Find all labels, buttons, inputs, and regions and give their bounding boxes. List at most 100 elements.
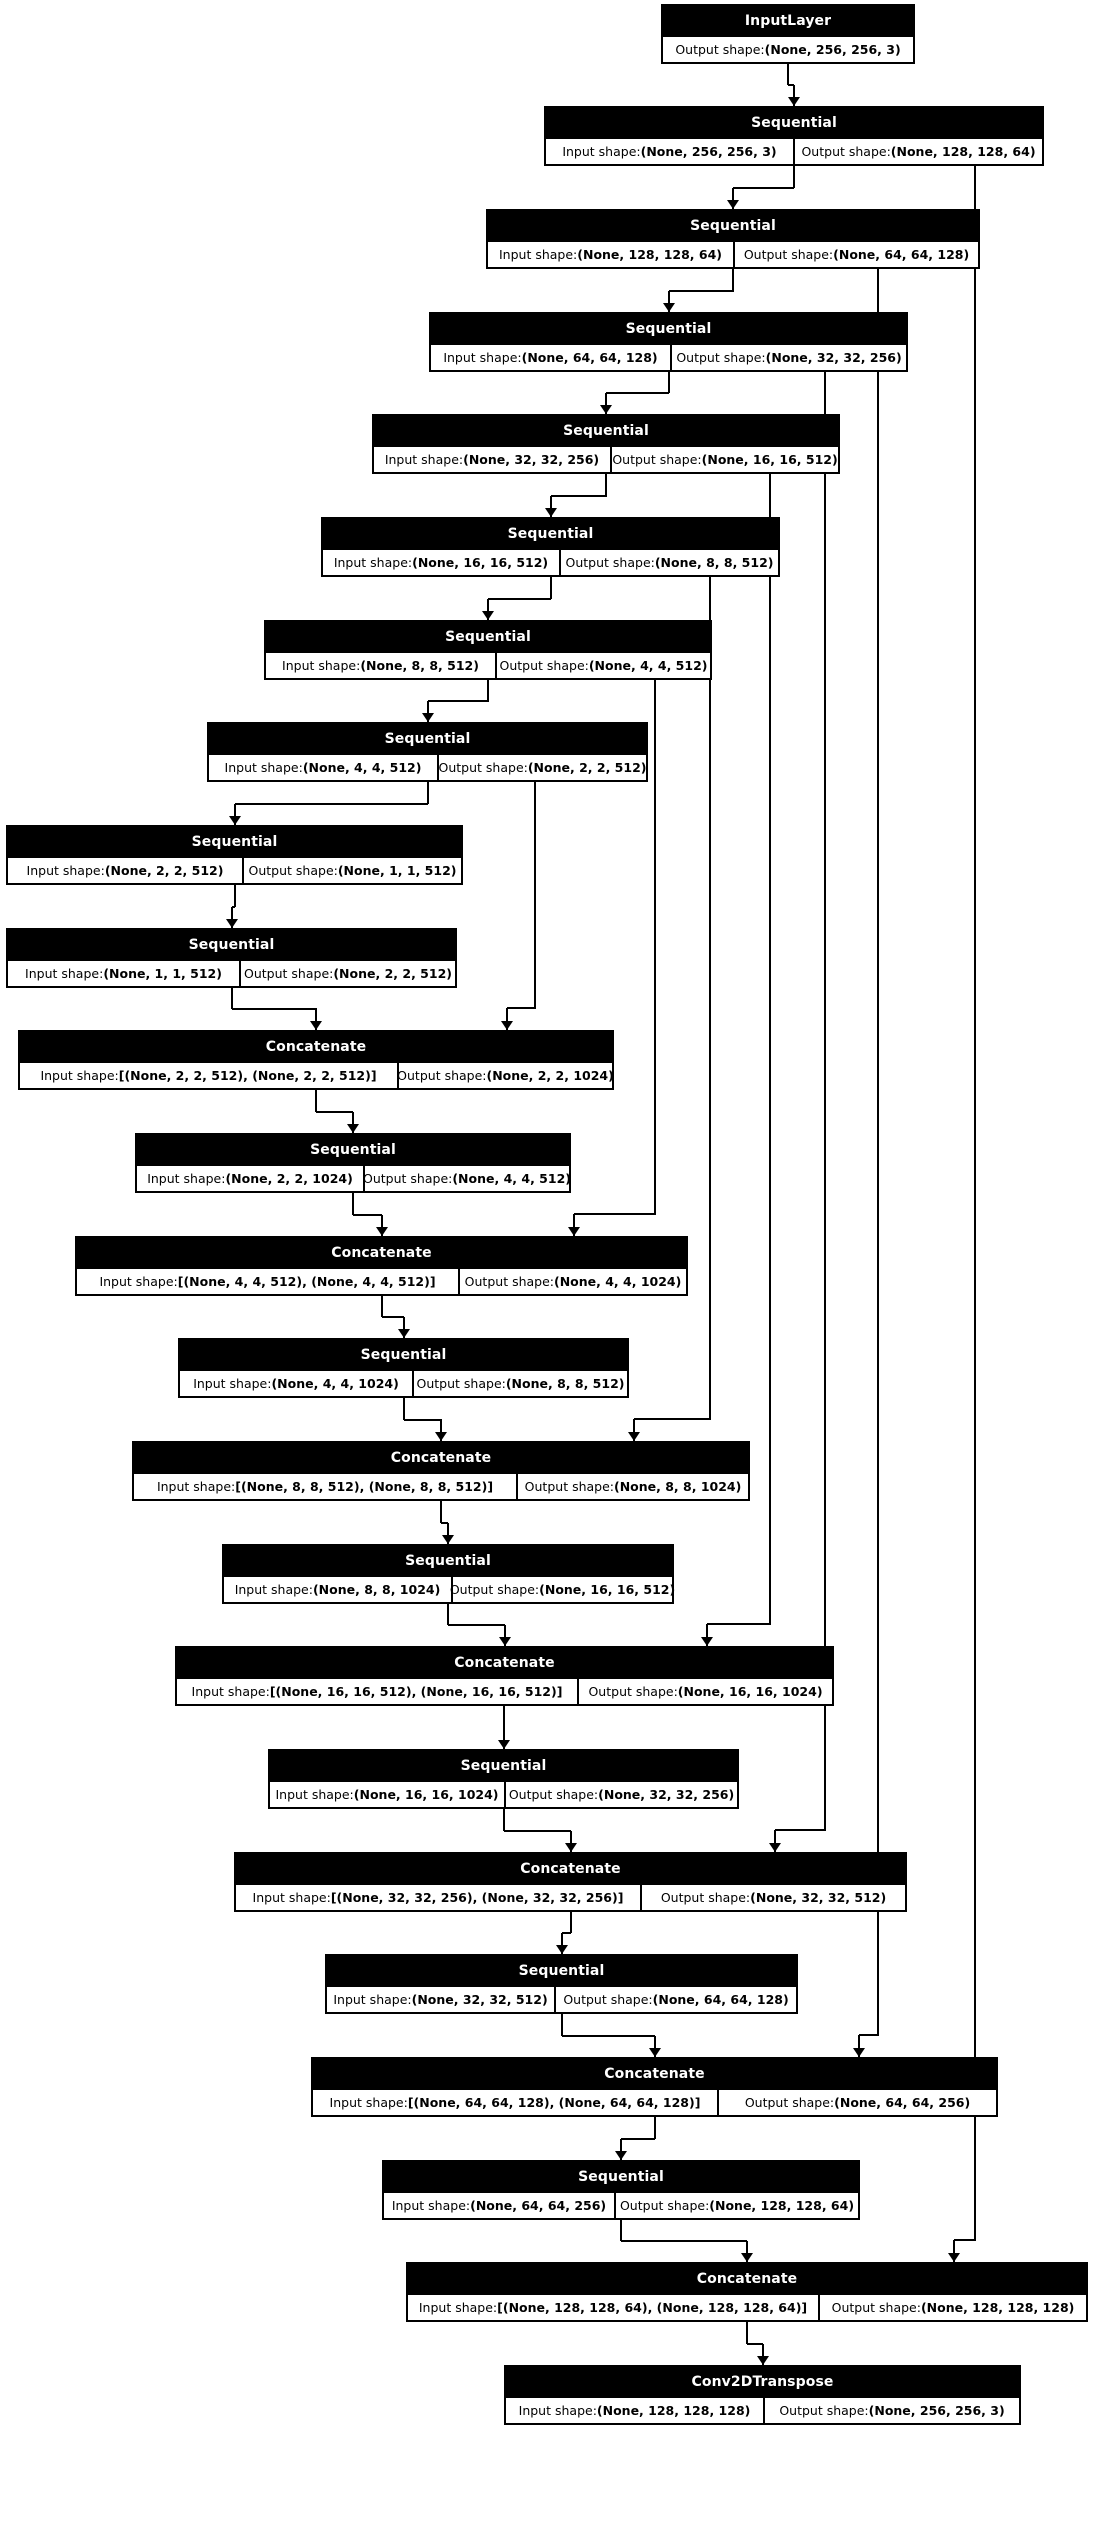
- edge-chain: [503, 1809, 505, 1831]
- output-shape-value: (None, 32, 32, 512): [750, 1890, 887, 1905]
- node-type-label: Sequential: [270, 1751, 737, 1782]
- edge-arrowhead: [701, 1637, 713, 1646]
- node-type-label: Sequential: [323, 519, 778, 550]
- edge-arrowhead: [376, 1227, 388, 1236]
- edge-chain: [487, 680, 489, 701]
- edge-chain: [503, 1706, 505, 1749]
- edge-chain: [550, 496, 552, 518]
- edge-chain: [428, 700, 489, 702]
- output-shape-prefix: Output shape:: [244, 966, 334, 981]
- node-input-shape: Input shape: (None, 2, 2, 512): [8, 858, 242, 883]
- edge-arrowhead: [600, 405, 612, 414]
- output-shape-prefix: Output shape:: [248, 863, 338, 878]
- node-output-shape: Output shape: (None, 16, 16, 512): [610, 447, 838, 472]
- node-output-shape: Output shape: (None, 128, 128, 128): [818, 2295, 1086, 2320]
- output-shape-prefix: Output shape:: [508, 1787, 599, 1802]
- edge-chain: [570, 1912, 572, 1933]
- input-shape-value: (None, 64, 64, 256): [470, 2198, 607, 2213]
- edge-chain: [427, 782, 429, 804]
- edge-chain: [487, 599, 489, 621]
- edge-chain: [668, 291, 670, 313]
- node-type-label: Concatenate: [408, 2264, 1086, 2295]
- input-shape-prefix: Input shape:: [391, 2198, 471, 2213]
- node-output-shape: Output shape: (None, 32, 32, 256): [670, 345, 906, 370]
- output-shape-prefix: Output shape:: [779, 2403, 869, 2418]
- edge-arrowhead: [226, 919, 238, 928]
- node-type-label: Sequential: [488, 211, 978, 242]
- edge-chain: [733, 187, 794, 189]
- node-shape-row: Input shape: (None, 32, 32, 512)Output s…: [327, 1987, 796, 2012]
- node-type-label: Concatenate: [134, 1443, 748, 1474]
- edge-skip: [633, 1419, 635, 1441]
- output-shape-value: (None, 16, 16, 512): [539, 1582, 676, 1597]
- node-output-shape: Output shape: (None, 8, 8, 512): [412, 1371, 627, 1396]
- input-shape-value: (None, 128, 128, 64): [577, 247, 722, 262]
- output-shape-prefix: Output shape:: [449, 1582, 540, 1597]
- node-type-label: Concatenate: [177, 1648, 832, 1679]
- node-shape-row: Input shape: (None, 16, 16, 1024)Output …: [270, 1782, 737, 1807]
- input-shape-value: (None, 64, 64, 128): [521, 350, 658, 365]
- input-shape-prefix: Input shape:: [282, 658, 361, 673]
- edge-chain: [562, 1932, 571, 1934]
- edge-arrowhead: [948, 2253, 960, 2262]
- edge-chain: [403, 1398, 405, 1420]
- output-shape-prefix: Output shape:: [831, 2300, 921, 2315]
- input-shape-value: (None, 1, 1, 512): [103, 966, 222, 981]
- node-output-shape: Output shape: (None, 4, 4, 512): [495, 653, 710, 678]
- output-shape-prefix: Output shape:: [743, 247, 834, 262]
- edge-skip: [775, 1829, 826, 1831]
- edge-skip: [859, 2034, 879, 2036]
- node-input-shape: Input shape: (None, 32, 32, 256): [374, 447, 610, 472]
- node-type-label: Sequential: [8, 827, 461, 858]
- edge-chain: [316, 1111, 353, 1113]
- node-shape-row: Input shape: (None, 256, 256, 3)Output s…: [546, 139, 1042, 164]
- node-type-label: Sequential: [266, 622, 710, 653]
- edge-chain: [231, 988, 233, 1009]
- input-shape-prefix: Input shape:: [333, 1992, 412, 2007]
- output-shape-prefix: Output shape:: [563, 1992, 653, 2007]
- output-shape-prefix: Output shape:: [438, 760, 528, 775]
- edge-chain: [403, 1317, 405, 1338]
- output-shape-prefix: Output shape:: [612, 452, 702, 467]
- output-shape-value: (None, 128, 128, 64): [890, 144, 1036, 159]
- edge-chain: [621, 2240, 747, 2242]
- node-shape-row: Input shape: (None, 4, 4, 1024)Output sh…: [180, 1371, 627, 1396]
- input-shape-value: (None, 256, 256, 3): [640, 144, 777, 159]
- node-output-shape: Output shape: (None, 16, 16, 1024): [577, 1679, 832, 1704]
- output-shape-value: (None, 32, 32, 256): [765, 350, 902, 365]
- node-output-shape: Output shape: (None, 8, 8, 512): [559, 550, 778, 575]
- node-shape-row: Input shape: [(None, 2, 2, 512), (None, …: [20, 1063, 614, 1088]
- edge-arrowhead: [499, 1637, 511, 1646]
- output-shape-value: (None, 1, 1, 512): [337, 863, 457, 878]
- input-shape-value: [(None, 128, 128, 64), (None, 128, 128, …: [497, 2300, 808, 2315]
- edge-chain: [550, 577, 552, 599]
- edge-chain: [621, 2138, 655, 2140]
- edge-chain: [762, 2344, 764, 2366]
- input-shape-value: (None, 16, 16, 512): [412, 555, 549, 570]
- input-shape-value: [(None, 32, 32, 256), (None, 32, 32, 256…: [330, 1890, 624, 1905]
- edge-chain: [235, 803, 428, 805]
- node-input-shape: Input shape: (None, 64, 64, 256): [384, 2193, 614, 2218]
- edge-skip: [824, 358, 826, 1831]
- output-shape-value: (None, 8, 8, 512): [654, 555, 774, 570]
- input-shape-prefix: Input shape:: [234, 1582, 313, 1597]
- edge-chain: [352, 1193, 354, 1215]
- input-shape-prefix: Input shape:: [562, 144, 641, 159]
- edge-chain: [561, 2014, 563, 2036]
- node-shape-row: Input shape: (None, 4, 4, 512)Output sha…: [209, 755, 646, 780]
- edge-arrowhead: [565, 1843, 577, 1852]
- node-input-shape: Input shape: (None, 256, 256, 3): [546, 139, 793, 164]
- edge-arrowhead: [649, 2048, 661, 2057]
- output-shape-value: (None, 2, 2, 512): [333, 966, 452, 981]
- node-input-shape: Input shape: [(None, 16, 16, 512), (None…: [177, 1679, 577, 1704]
- edge-skip: [707, 1623, 771, 1625]
- node-shape-row: Input shape: (None, 1, 1, 512)Output sha…: [8, 961, 455, 986]
- node-type-label: Sequential: [431, 314, 906, 345]
